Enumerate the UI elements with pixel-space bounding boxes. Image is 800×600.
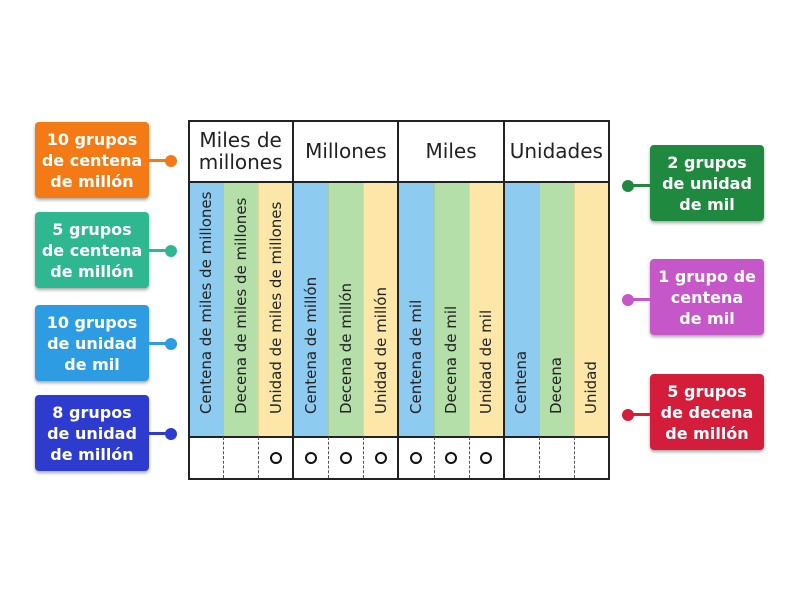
group-header: Miles	[425, 138, 477, 163]
digit-separator	[363, 437, 365, 478]
digit-separator	[223, 437, 225, 478]
digit-separator	[468, 437, 470, 478]
digit-cell[interactable]	[223, 437, 258, 478]
connector-dot	[622, 179, 634, 192]
digit-cell[interactable]	[188, 437, 223, 478]
column-label: Decena de millón	[336, 282, 355, 414]
place-column: Centena de mil	[398, 182, 434, 436]
connector-line	[149, 154, 177, 167]
column-rule	[538, 182, 540, 436]
place-column: Centena de miles de millones	[188, 182, 224, 436]
column-label: Unidad de millón	[371, 287, 390, 414]
label-card[interactable]: 5 grupos de decena de millón	[650, 374, 764, 450]
connector-line	[149, 427, 177, 440]
connector-dot	[165, 154, 177, 167]
table-rule	[292, 120, 295, 480]
place-column: Decena de millón	[328, 182, 364, 436]
group-header: Millones	[305, 138, 387, 163]
column-rule	[328, 182, 330, 436]
digit-separator	[328, 437, 330, 478]
digit-cell[interactable]	[293, 437, 328, 478]
digit-cell[interactable]	[434, 437, 469, 478]
zero-digit	[304, 451, 317, 464]
group-header: Miles de millones	[198, 127, 283, 174]
zero-digit	[339, 451, 352, 464]
label-card[interactable]: 5 grupos de centena de millón	[35, 212, 149, 288]
place-column: Decena de miles de millones	[223, 182, 259, 436]
zero-digit	[410, 451, 422, 464]
digit-separator	[538, 437, 540, 478]
group-header: Unidades	[509, 138, 603, 163]
zero-digit	[374, 451, 387, 464]
digit-cell[interactable]	[398, 437, 433, 478]
digit-cell[interactable]	[504, 437, 539, 478]
connector-line	[622, 179, 650, 192]
digit-cell[interactable]	[258, 437, 293, 478]
digit-separator	[258, 437, 260, 478]
zero-digit	[269, 451, 282, 464]
place-column: Unidad de millón	[363, 182, 399, 436]
place-column: Unidad	[573, 182, 609, 436]
place-column: Decena	[538, 182, 574, 436]
connector-dot	[622, 293, 634, 306]
digit-cell[interactable]	[328, 437, 363, 478]
column-rule	[223, 182, 225, 436]
column-rule	[573, 182, 575, 436]
column-label: Decena de miles de millones	[231, 197, 250, 414]
place-column: Centena	[503, 182, 539, 436]
column-label: Centena de miles de millones	[196, 191, 215, 414]
connector-dot	[622, 408, 634, 421]
label-card[interactable]: 10 grupos de unidad de mil	[35, 305, 149, 381]
digit-cell[interactable]	[539, 437, 574, 478]
connector-dot	[165, 427, 177, 440]
connector-line	[622, 293, 650, 306]
column-label: Unidad de miles de millones	[266, 201, 285, 414]
column-label: Unidad de mil	[477, 309, 496, 414]
zero-digit	[480, 451, 493, 464]
connector-dot	[165, 244, 177, 257]
column-label: Decena de mil	[442, 305, 461, 414]
digit-cell[interactable]	[363, 437, 398, 478]
table-rule	[502, 120, 505, 480]
place-column: Decena de mil	[433, 182, 469, 436]
column-rule	[363, 182, 365, 436]
table-rule	[397, 120, 400, 480]
zero-digit	[445, 451, 458, 464]
column-label: Decena	[547, 357, 566, 414]
column-label: Unidad	[582, 361, 601, 414]
connector-line	[149, 337, 177, 350]
column-label: Centena de millón	[301, 276, 320, 414]
connector-line	[622, 408, 650, 421]
column-rule	[433, 182, 435, 436]
label-card[interactable]: 2 grupos de unidad de mil	[650, 145, 764, 221]
label-card[interactable]: 10 grupos de centena de millón	[35, 122, 149, 198]
connector-dot	[165, 337, 177, 350]
place-column: Unidad de mil	[468, 182, 504, 436]
digit-separator	[573, 437, 575, 478]
digit-cell[interactable]	[469, 437, 504, 478]
column-label: Centena	[512, 350, 531, 414]
digit-separator	[433, 437, 435, 478]
label-card[interactable]: 1 grupo de centena de mil	[650, 259, 764, 335]
table-rule	[188, 120, 190, 480]
place-column: Centena de millón	[293, 182, 329, 436]
digit-cell[interactable]	[574, 437, 609, 478]
connector-line	[149, 244, 177, 257]
place-column: Unidad de miles de millones	[258, 182, 294, 436]
label-card[interactable]: 8 grupos de unidad de millón	[35, 395, 149, 471]
column-rule	[258, 182, 260, 436]
table-rule	[607, 120, 610, 480]
column-rule	[468, 182, 470, 436]
column-label: Centena de mil	[407, 299, 425, 414]
